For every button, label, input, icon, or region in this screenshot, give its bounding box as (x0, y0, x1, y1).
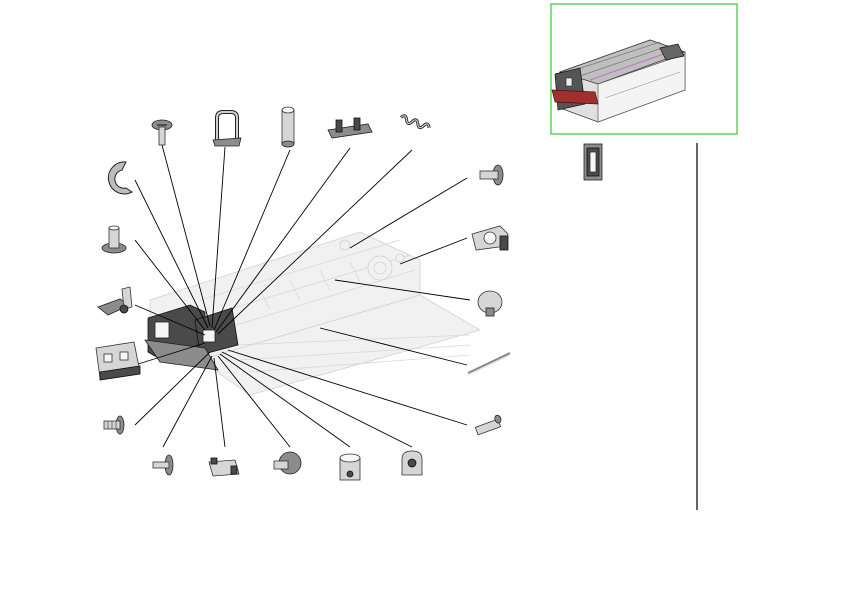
gear-bracket-icon (471, 225, 509, 251)
latch-icon (583, 143, 603, 181)
bushing-icon (339, 453, 361, 481)
bracket-icon (327, 117, 373, 139)
main-assembly-ghost (144, 231, 482, 396)
e-ring-icon (107, 161, 133, 195)
highlighted-part (551, 89, 599, 105)
screw-icon (103, 415, 125, 435)
spring-icon (399, 114, 431, 130)
sleeve-icon (281, 106, 295, 148)
overview-inset (550, 3, 738, 135)
end-plate-icon (95, 341, 141, 381)
screw-icon (479, 164, 504, 186)
wire-clip-icon (212, 110, 242, 147)
knob-icon (477, 290, 503, 317)
clamp-icon (401, 450, 423, 476)
pin-icon (474, 414, 502, 436)
spring-plate-icon (208, 457, 240, 477)
screw-icon (273, 451, 302, 475)
flanged-pin-icon (101, 225, 127, 254)
lever-bracket-icon (97, 286, 133, 316)
screw-icon (151, 119, 173, 146)
screw-icon (152, 454, 174, 476)
overview-assembly-icon (551, 39, 687, 123)
rod-icon (467, 352, 511, 376)
leader-lines (134, 144, 471, 448)
